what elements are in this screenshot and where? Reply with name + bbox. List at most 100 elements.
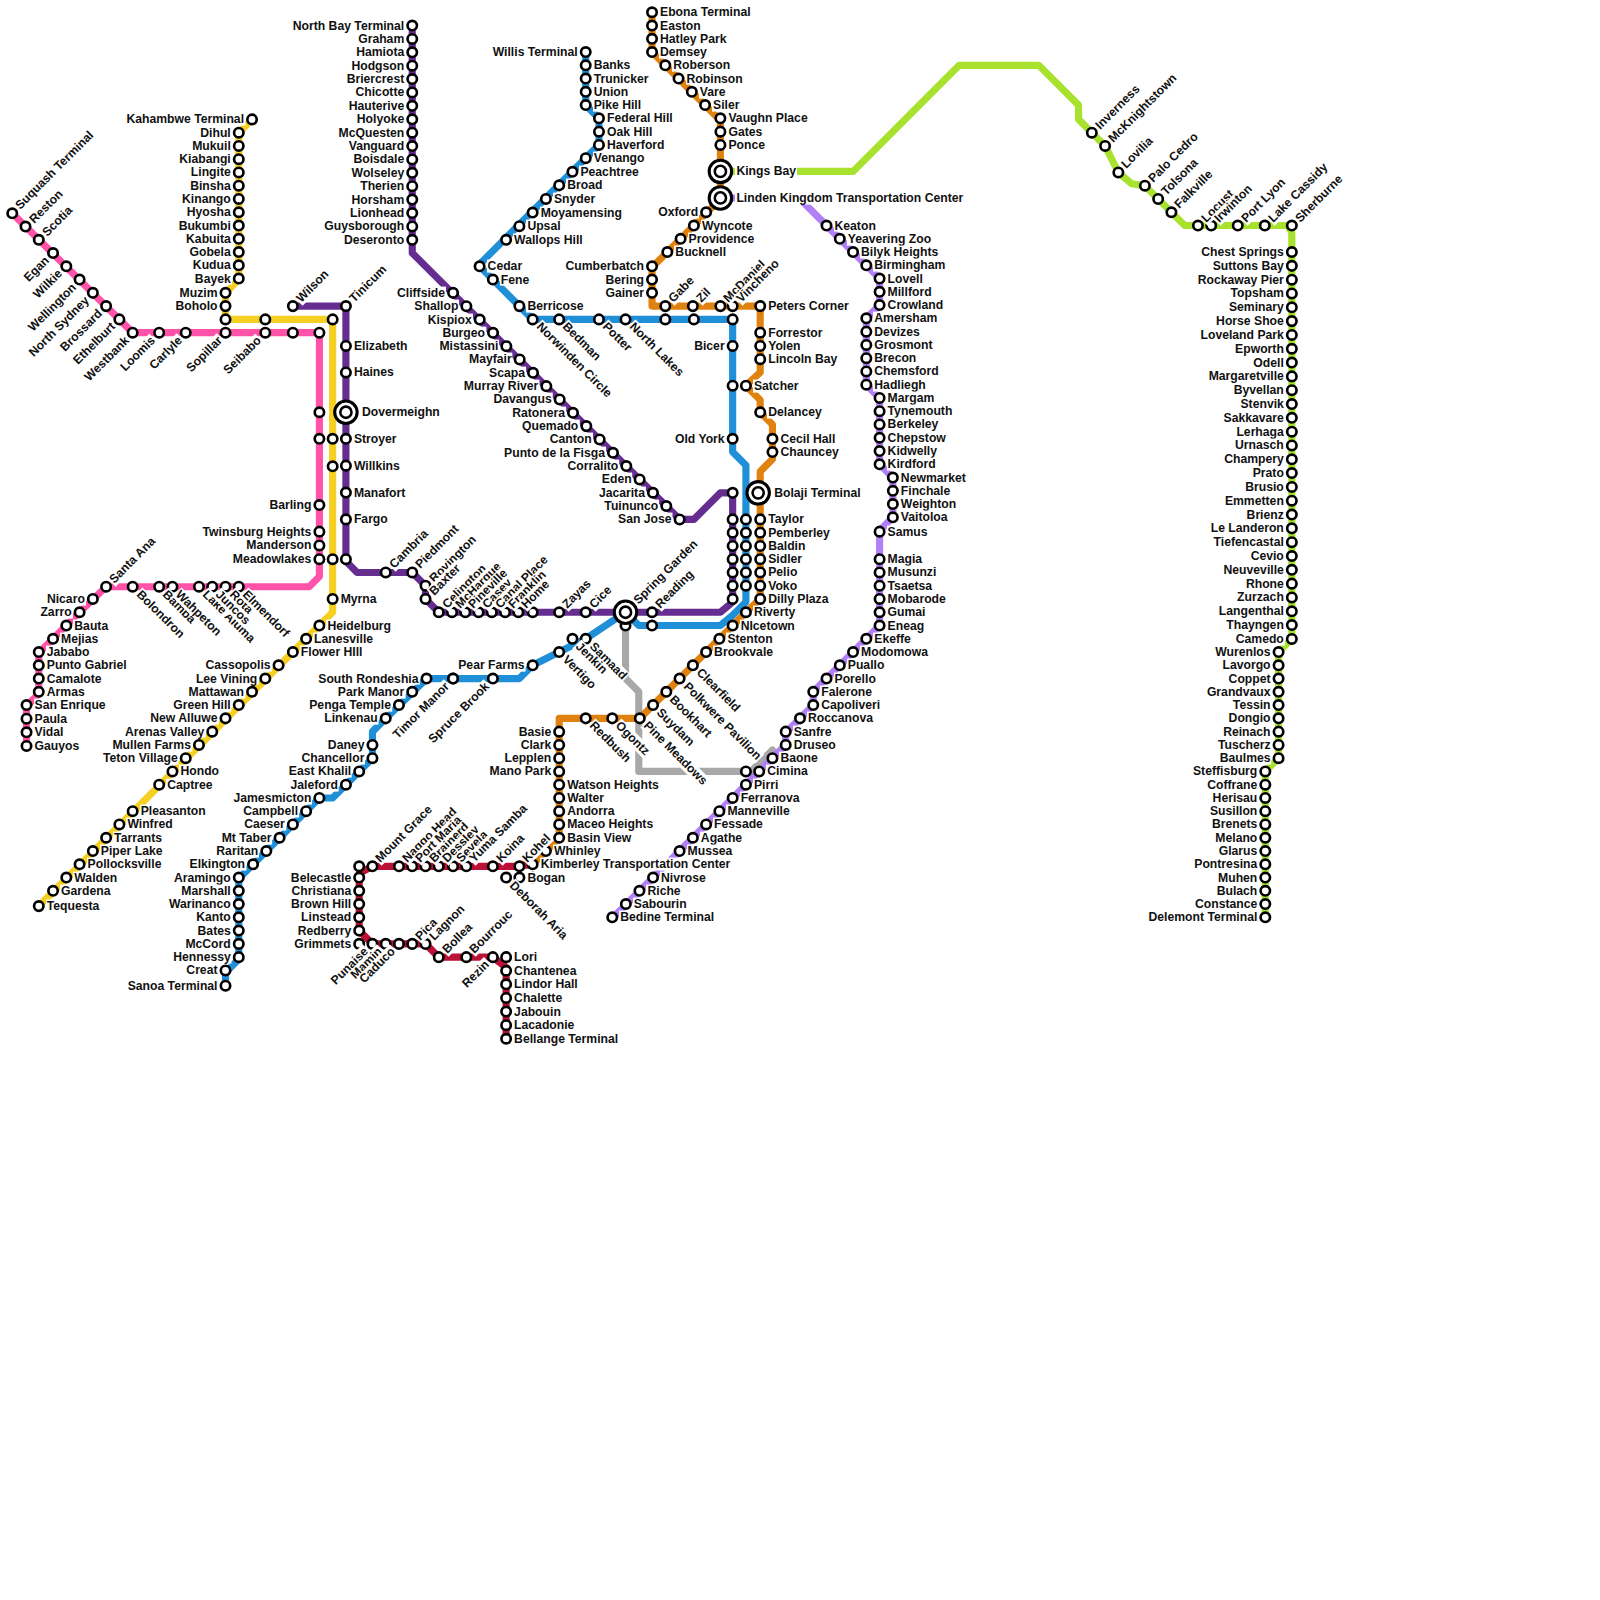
station-dot (675, 674, 684, 683)
station-dot (1287, 372, 1296, 381)
station-dot (234, 274, 243, 283)
station-label: Tiefencastal (1213, 536, 1285, 549)
station-label: Elkington (189, 858, 247, 871)
station-dot (1287, 427, 1296, 436)
station-label: Ebona Terminal (659, 6, 752, 19)
station-label: Bedine Terminal (619, 911, 715, 924)
station-label: Roberson (672, 59, 731, 72)
station-label: Pelio (767, 566, 798, 579)
station-dot (675, 846, 684, 855)
station-label: Barling (268, 499, 312, 512)
interchange-ring (709, 187, 731, 209)
station-label: Sanoa Terminal (127, 979, 219, 992)
station-label: Lindor Hall (513, 978, 579, 991)
interchange-core (620, 607, 631, 618)
station-dot (1287, 537, 1296, 546)
station-label: Millford (887, 285, 933, 298)
station-label: Oxford (657, 206, 699, 219)
station-label: Siler (712, 99, 740, 112)
station-dot (1261, 886, 1270, 895)
station-label: Deseronto (343, 233, 405, 246)
station-dot (554, 833, 563, 842)
station-label: Union (593, 85, 630, 98)
station-dot (288, 328, 297, 337)
station-dot (301, 807, 310, 816)
station-dot (1261, 780, 1270, 789)
station-label: Brienz (1246, 508, 1285, 521)
station-dot (754, 767, 763, 776)
station-dot (554, 315, 563, 324)
blue-line (226, 52, 746, 986)
station-label: North Lakes (626, 320, 686, 380)
station-label: Riche (646, 884, 681, 897)
station-dot (475, 262, 484, 271)
station-label: Yolen (767, 340, 801, 353)
station-dot (756, 528, 765, 537)
station-dot (875, 393, 884, 402)
station-dot (408, 168, 417, 177)
station-label: Lepplen (503, 752, 552, 765)
station-label: Crowland (887, 299, 945, 312)
station-dot (741, 541, 750, 550)
station-dot (408, 21, 417, 30)
station-label: Walden (73, 871, 118, 884)
station-label: Elizabeth (353, 340, 409, 353)
station-label: Pirri (753, 778, 779, 791)
station-label: Banks (593, 59, 632, 72)
station-label: Loveland Park (1200, 329, 1285, 342)
station-label: Byvellan (1233, 384, 1285, 397)
station-dot (381, 714, 390, 723)
station-dot (488, 862, 497, 871)
station-dot (594, 140, 603, 149)
station-label: Canton (549, 433, 593, 446)
station-label: Hyosha (186, 206, 232, 219)
station-label: Punto Gabriel (46, 659, 128, 672)
station-label: Federal Hill (606, 112, 674, 125)
station-dot (862, 314, 871, 323)
station-label: Sabourin (633, 898, 688, 911)
station-dot (341, 434, 350, 443)
station-label: Penga Temple (308, 699, 392, 712)
station-dot (875, 568, 884, 577)
station-label: Marshall (180, 884, 231, 897)
station-label: Zil (693, 285, 714, 306)
station-label: Venango (593, 152, 646, 165)
station-dot (662, 687, 671, 696)
station-dot (528, 208, 537, 217)
station-dot (716, 301, 725, 310)
station-label: Camalote (46, 672, 103, 685)
station-dot (1287, 261, 1296, 270)
station-label: Clark (520, 738, 553, 751)
station-label: Tuinunco (603, 500, 659, 513)
station-label: Graham (357, 32, 405, 45)
station-label: Margam (887, 392, 936, 405)
station-label: Nicaro (46, 593, 86, 606)
station-dot (234, 194, 243, 203)
station-dot (328, 462, 337, 471)
station-dot (315, 328, 324, 337)
station-label: Chemsford (873, 365, 939, 378)
station-dot (1287, 413, 1296, 422)
station-dot (554, 753, 563, 762)
station-dot (888, 473, 897, 482)
station-dot (528, 661, 537, 670)
station-label: Kiabangi (178, 153, 231, 166)
station-label: Horse Shoe (1215, 315, 1285, 328)
station-label: Cedar (487, 260, 524, 273)
station-dot (728, 434, 737, 443)
station-dot (581, 608, 590, 617)
station-dot (234, 181, 243, 190)
station-dot (728, 528, 737, 537)
station-dot (234, 247, 243, 256)
station-label: Taylor (767, 513, 805, 526)
station-label: Tessin (1232, 699, 1272, 712)
station-dot (154, 582, 163, 591)
station-label: Grandvaux (1206, 685, 1272, 698)
station-dot (648, 700, 657, 709)
station-label: Hatley Park (659, 32, 727, 45)
station-label: Nivrose (660, 871, 707, 884)
station-dot (875, 554, 884, 563)
station-dot (728, 594, 737, 603)
station-label: Cimina (766, 765, 809, 778)
station-label: Zurzach (1236, 591, 1285, 604)
